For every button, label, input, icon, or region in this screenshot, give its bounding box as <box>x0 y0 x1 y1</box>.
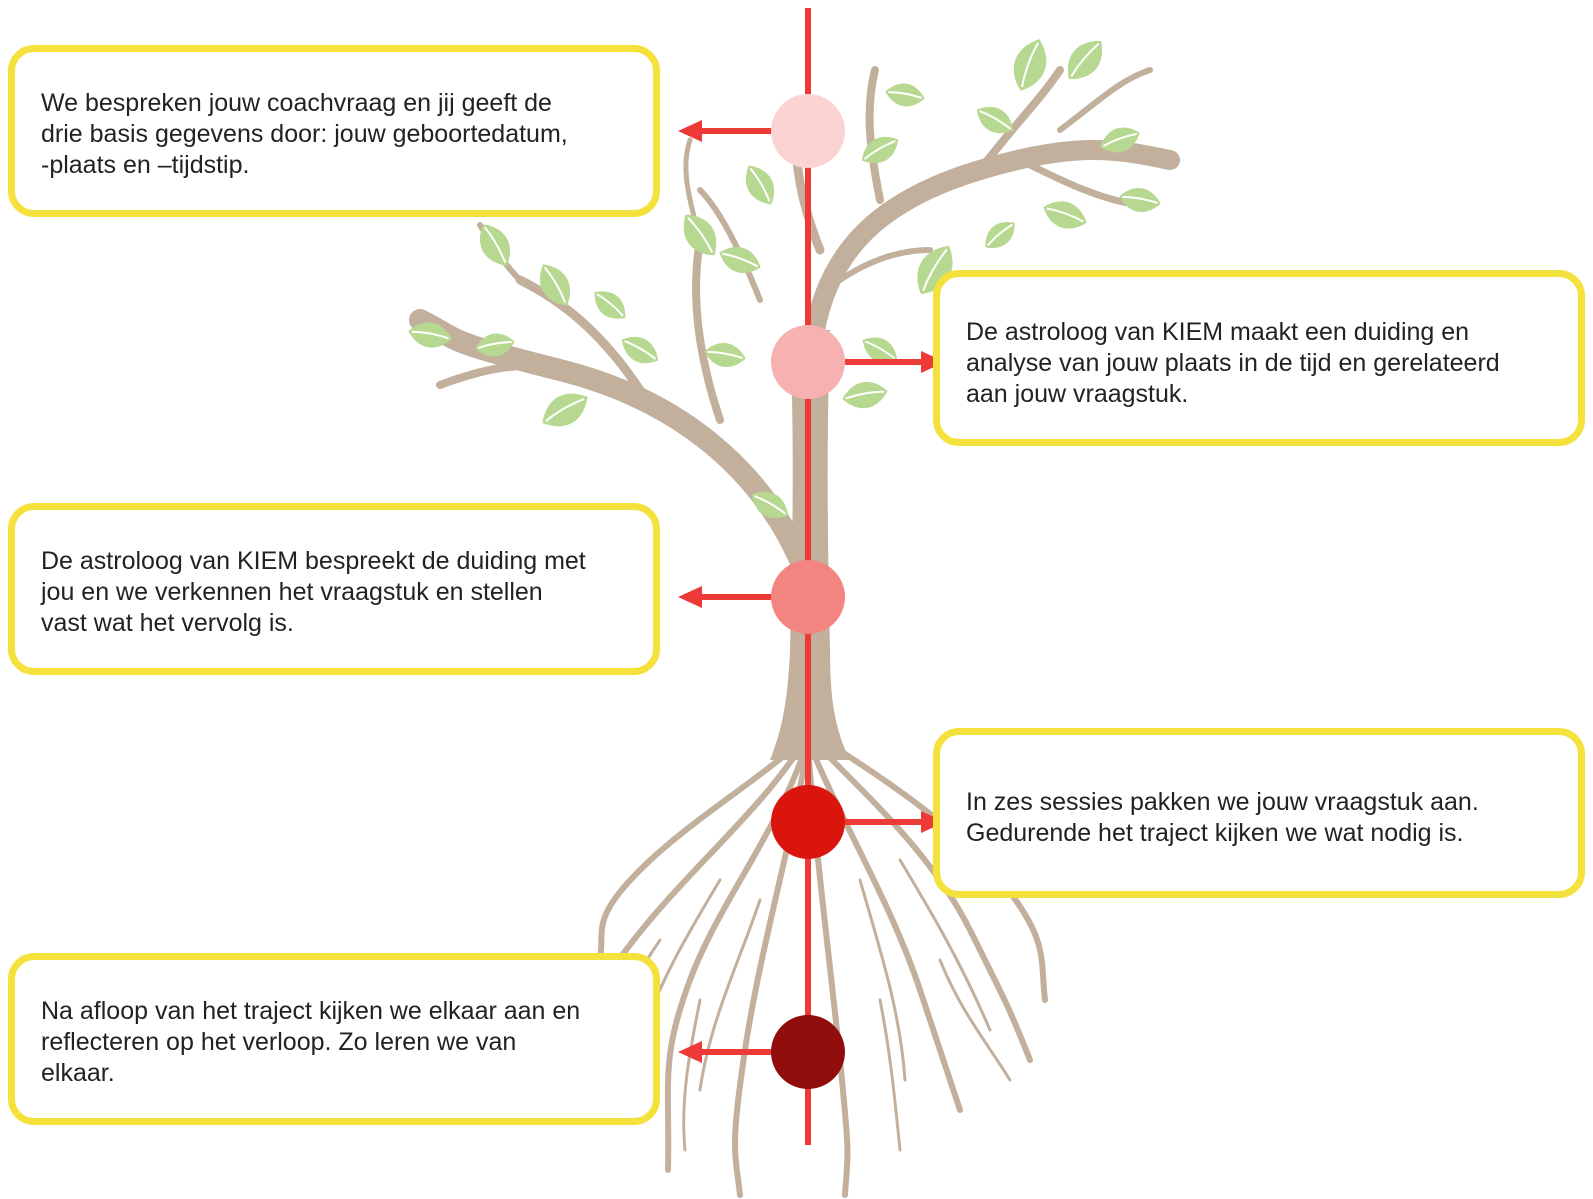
root-12 <box>898 858 992 1032</box>
timeline-node-5 <box>771 1015 845 1089</box>
branch-3 <box>515 275 645 395</box>
branch-5 <box>692 236 724 424</box>
arrow-3 <box>678 586 773 608</box>
leaf-18 <box>542 393 588 427</box>
leaf-24 <box>985 222 1015 248</box>
leaf-2 <box>1067 40 1103 80</box>
step-text-4: In zes sessies pakken we jouw vraagstuk … <box>966 788 1479 847</box>
step-box-5: Na afloop van het traject kijken we elka… <box>8 953 660 1125</box>
leaf-23 <box>751 491 789 519</box>
root-10 <box>698 898 762 1092</box>
root-8 <box>597 732 811 963</box>
leaf-11 <box>1119 188 1161 212</box>
leaf-19 <box>621 336 659 364</box>
leaf-5 <box>885 83 925 107</box>
leaf-17 <box>475 333 515 357</box>
arrow-5 <box>678 1041 773 1063</box>
leaf-4 <box>1100 127 1140 153</box>
leaf-14 <box>539 264 571 306</box>
step-box-4: In zes sessies pakken we jouw vraagstuk … <box>933 728 1585 898</box>
branch-2 <box>436 362 564 389</box>
branch-8 <box>976 66 1064 174</box>
step-text-3: De astroloog van KIEM bespreekt de duidi… <box>41 547 586 637</box>
leaf-3 <box>976 106 1014 134</box>
step-text-2: De astroloog van KIEM maakt een duiding … <box>966 318 1500 408</box>
root-13 <box>682 998 702 1152</box>
timeline-node-2 <box>771 325 845 399</box>
timeline-node-4 <box>771 785 845 859</box>
leaf-16 <box>408 322 452 348</box>
root-6 <box>805 732 1033 1063</box>
step-text-1: We bespreken jouw coachvraag en jij geef… <box>41 89 568 179</box>
step-box-1: We bespreken jouw coachvraag en jij geef… <box>8 45 660 217</box>
leaf-12 <box>1043 201 1087 229</box>
leaf-7 <box>745 165 775 205</box>
leaf-13 <box>479 224 511 266</box>
step-box-3: De astroloog van KIEM bespreekt de duidi… <box>8 503 660 675</box>
leaf-6 <box>861 136 899 164</box>
step-box-2: De astroloog van KIEM maakt een duiding … <box>933 270 1585 446</box>
branch-10 <box>865 66 884 204</box>
branch-14 <box>837 247 933 283</box>
arrow-1 <box>678 120 773 142</box>
leaf-15 <box>594 291 626 319</box>
leaf-21 <box>842 381 888 409</box>
root-14 <box>878 998 902 1152</box>
tree-leaves <box>408 39 1161 519</box>
root-15 <box>938 958 1012 1082</box>
leaf-22 <box>862 337 898 363</box>
leaf-8 <box>683 214 717 256</box>
branch-13 <box>697 187 763 303</box>
timeline-node-3 <box>771 560 845 634</box>
leaf-9 <box>719 247 761 273</box>
leaf-20 <box>704 343 746 367</box>
branch-9 <box>1057 67 1153 133</box>
timeline-nodes <box>771 94 845 1089</box>
leaf-1 <box>1013 39 1047 91</box>
step-text-5: Na afloop van het traject kijken we elka… <box>41 997 581 1087</box>
root-11 <box>858 878 907 1082</box>
timeline-node-1 <box>771 94 845 168</box>
